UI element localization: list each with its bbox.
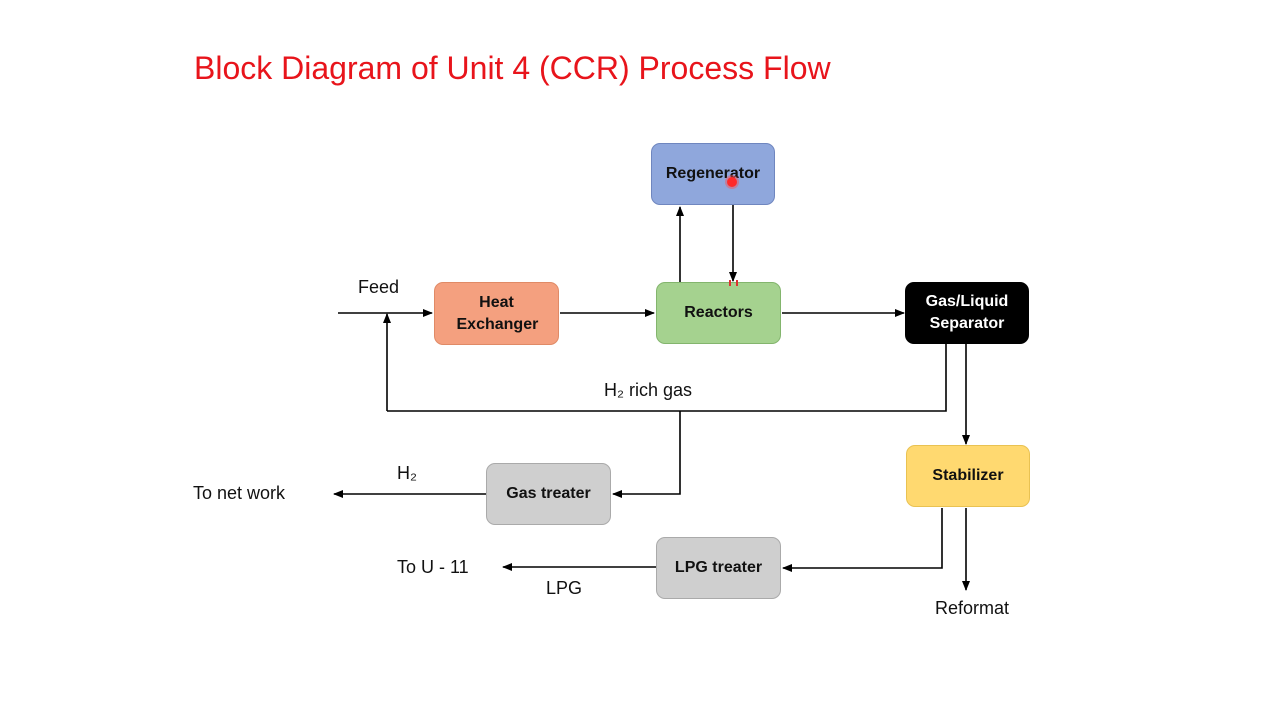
gas-treater-label: Gas treater xyxy=(506,485,591,502)
regenerator-block: Regenerator xyxy=(651,143,775,205)
lpg-treater-label: LPG treater xyxy=(674,559,763,576)
reactors-block: Reactors xyxy=(656,282,781,344)
to-network-label: To net work xyxy=(193,483,286,503)
reactors-label: Reactors xyxy=(684,304,753,321)
pointer-tick-icon xyxy=(729,280,738,286)
pointer-dot-icon xyxy=(727,177,737,187)
h2-recycle-line xyxy=(387,344,947,412)
reformat-label: Reformat xyxy=(935,598,1010,618)
separator-label: Gas/Liquid Separator xyxy=(925,293,1009,332)
lpg-treater-block: LPG treater xyxy=(656,537,781,599)
stabilizer-block: Stabilizer xyxy=(906,445,1030,507)
lpg-label: LPG xyxy=(546,578,583,598)
page-title: Block Diagram of Unit 4 (CCR) Process Fl… xyxy=(194,50,831,86)
regenerator-label: Regenerator xyxy=(665,165,761,182)
to-u11-label: To U - 11 xyxy=(397,557,469,577)
heat-exchanger-block: Heat Exchanger xyxy=(434,282,559,345)
stabilizer-label: Stabilizer xyxy=(932,467,1004,484)
h2-label: H₂ xyxy=(397,463,417,483)
h2-rich-gas-label: H₂ rich gas xyxy=(604,380,693,400)
heat-exchanger-label: Heat Exchanger xyxy=(456,293,539,333)
gas-treater-block: Gas treater xyxy=(486,463,611,525)
separator-block: Gas/Liquid Separator xyxy=(905,282,1029,344)
stabilizer-to-lpg-line xyxy=(782,508,943,572)
feed-label: Feed xyxy=(358,277,400,297)
branch-to-gas-treater-line xyxy=(612,411,681,498)
